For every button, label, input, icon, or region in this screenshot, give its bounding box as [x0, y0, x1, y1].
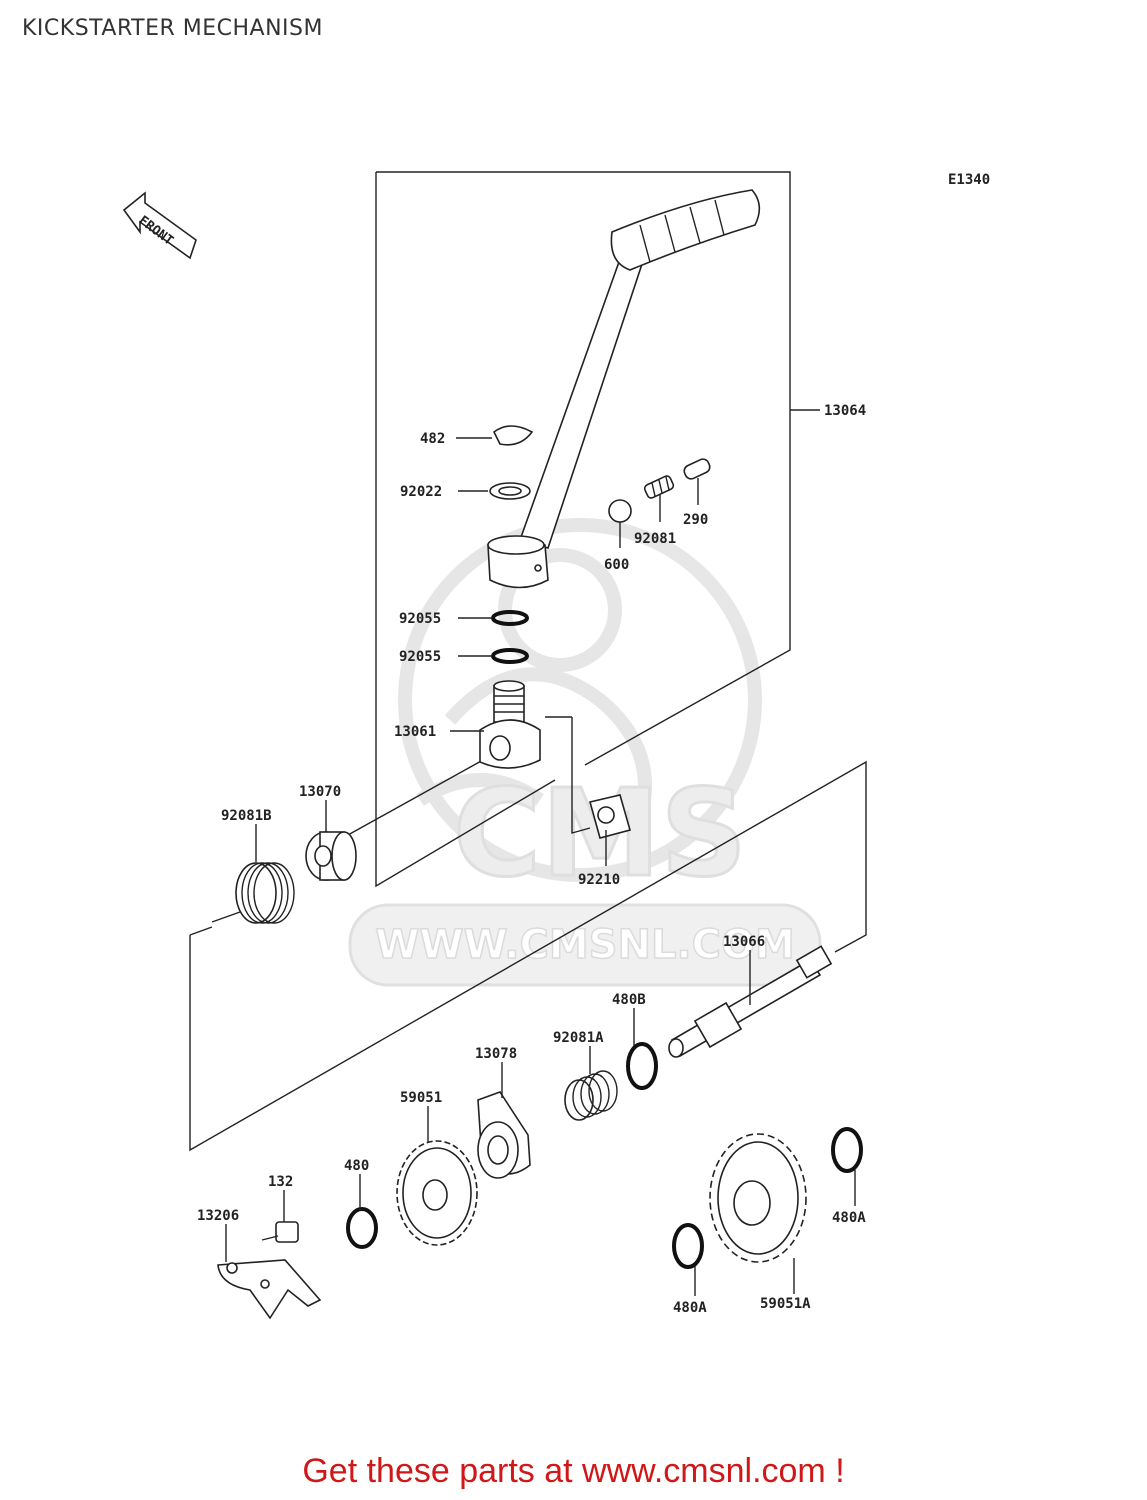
- part-59051: [396, 1140, 478, 1246]
- part-labels: 13064 482 92022 290 92081 600 92055 9205…: [197, 403, 866, 1316]
- label-482: 482: [420, 431, 445, 447]
- part-13066: [668, 945, 833, 1058]
- label-92055-lower: 92055: [399, 649, 441, 665]
- label-92081: 92081: [634, 531, 676, 547]
- part-13078: [477, 1091, 531, 1179]
- label-13064: 13064: [824, 403, 866, 419]
- part-13070: [305, 831, 357, 881]
- front-arrow-icon: FRONT: [122, 191, 197, 260]
- part-92055-upper: [491, 610, 529, 626]
- part-59051A: [709, 1133, 807, 1263]
- footer-promo-link[interactable]: Get these parts at www.cmsnl.com !: [302, 1452, 845, 1490]
- kick-lever: [487, 189, 761, 589]
- label-13066: 13066: [723, 934, 765, 950]
- assembly-bracket-13064: [376, 171, 791, 766]
- part-480A-right: [831, 1127, 863, 1173]
- part-290: [683, 458, 711, 480]
- part-480: [346, 1207, 378, 1249]
- label-13206: 13206: [197, 1208, 239, 1224]
- label-92081A: 92081A: [553, 1030, 604, 1046]
- label-59051A: 59051A: [760, 1296, 811, 1312]
- label-59051: 59051: [400, 1090, 442, 1106]
- label-480A-right: 480A: [832, 1210, 866, 1226]
- part-132: [261, 1221, 299, 1243]
- part-92210: [589, 794, 631, 839]
- part-92055-lower: [491, 648, 529, 664]
- part-480B: [626, 1042, 658, 1090]
- label-13070: 13070: [299, 784, 341, 800]
- watermark: CMS WWW.CMSNL.COM: [348, 518, 822, 987]
- watermark-url: WWW.CMSNL.COM: [375, 922, 795, 968]
- assembly-bracket-shaft: [189, 760, 867, 1152]
- figure-code: E1340: [948, 172, 990, 188]
- label-480B: 480B: [612, 992, 646, 1008]
- part-92081: [643, 475, 675, 499]
- leader-lines: [225, 437, 856, 1296]
- part-13061: [479, 680, 541, 769]
- page-title: KICKSTARTER MECHANISM: [22, 16, 323, 41]
- part-600: [608, 499, 632, 523]
- label-290: 290: [683, 512, 708, 528]
- label-92210: 92210: [578, 872, 620, 888]
- part-482: [492, 425, 534, 446]
- label-132: 132: [268, 1174, 293, 1190]
- label-92055-upper: 92055: [399, 611, 441, 627]
- label-480A-left: 480A: [673, 1300, 707, 1316]
- label-480: 480: [344, 1158, 369, 1174]
- part-92081B: [211, 862, 295, 924]
- part-480A-left: [672, 1223, 704, 1269]
- label-13061: 13061: [394, 724, 436, 740]
- label-13078: 13078: [475, 1046, 517, 1062]
- part-92081A: [564, 1070, 618, 1121]
- part-13206: [217, 1259, 322, 1320]
- label-600: 600: [604, 557, 629, 573]
- label-92081B: 92081B: [221, 808, 272, 824]
- label-92022: 92022: [400, 484, 442, 500]
